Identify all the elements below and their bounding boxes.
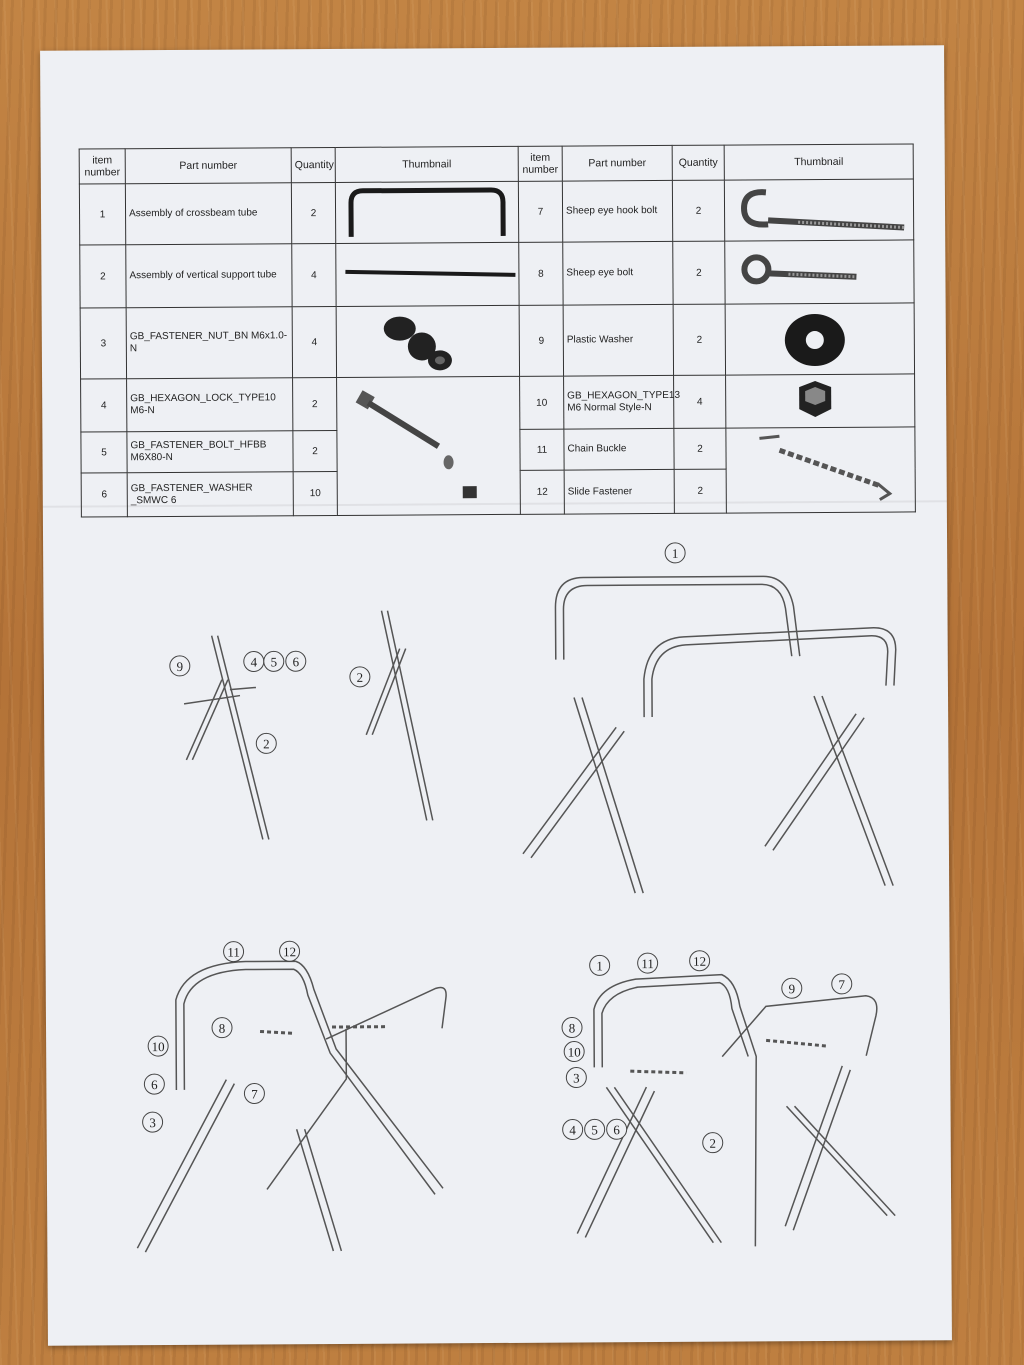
figure-2-tube-pair [365,610,434,821]
quantity-cell: 2 [291,182,336,244]
callout-label: 2 [263,736,270,751]
bolt-lock-washer-thumbnail [336,376,521,516]
vertical-support-tube-thumbnail [335,242,520,307]
part-number-cell: Plastic Washer [563,304,674,377]
callout-label: 6 [292,654,299,669]
item-number-cell: 1 [79,183,126,246]
quantity-cell: 2 [673,428,727,470]
callout-label: 10 [568,1044,581,1059]
part-number-cell: Sheep eye hook bolt [562,180,673,243]
header-item-number-2: item number [518,146,563,182]
callout-label: 3 [573,1070,580,1085]
part-number-cell: Sheep eye bolt [562,241,674,306]
callout-label: 5 [591,1122,598,1137]
quantity-cell: 2 [674,469,727,514]
callout-label: 7 [251,1086,258,1101]
figure-1-support-tube-assembly [183,635,270,840]
table-row: 1 Assembly of crossbeam tube 2 7 Sheep e… [79,178,914,246]
callout-label: 7 [838,977,845,992]
fastener-nut-thumbnail [336,305,520,378]
callout-label: 11 [227,945,240,960]
header-quantity-2: Quantity [672,145,725,181]
quantity-cell: 2 [672,180,725,242]
callout-label: 6 [613,1122,620,1137]
table-row: 3 GB_FASTENER_NUT_BN M6x1.0-N 4 9 Plasti… [80,302,915,380]
callout-label: 1 [596,958,603,973]
callout-label: 3 [149,1115,156,1130]
header-item-number: item number [79,148,126,185]
callout-label: 5 [270,654,277,669]
table-header-row: item number Part number Quantity Thumbna… [79,143,914,185]
header-thumbnail-2: Thumbnail [724,143,914,181]
item-number-cell: 6 [81,473,128,518]
callout-label: 8 [219,1021,226,1036]
callout-label: 11 [641,956,654,971]
plastic-washer-thumbnail [725,302,915,376]
figure-3-frame [522,575,897,894]
header-quantity: Quantity [291,147,336,183]
header-thumbnail: Thumbnail [335,146,519,183]
callout-label: 6 [151,1077,158,1092]
part-number-cell: Slide Fastener [564,469,675,515]
callout-label: 9 [789,981,796,996]
callout-label: 8 [569,1021,576,1036]
quantity-cell: 2 [292,377,337,431]
part-number-cell: GB_FASTENER_BOLT_HFBB M6X80-N [126,430,294,474]
item-number-cell: 4 [80,378,127,433]
item-number-cell: 2 [79,244,127,309]
callout-label: 9 [177,659,184,674]
chain-buckle-thumbnail [725,426,916,514]
sheep-eye-hook-bolt-thumbnail [724,178,914,242]
quantity-cell: 2 [673,304,726,376]
part-number-cell: GB_HEXAGON_LOCK_TYPE10 M6-N [126,377,293,432]
sheep-eye-bolt-thumbnail [724,239,915,305]
part-number-cell: Assembly of crossbeam tube [125,182,292,245]
callout-label: 4 [569,1123,576,1138]
part-number-cell: Assembly of vertical support tube [125,243,293,308]
quantity-cell: 10 [293,471,338,516]
part-number-cell: Chain Buckle [563,428,675,471]
table-row: 4 GB_HEXAGON_LOCK_TYPE10 M6-N 2 10 GB_HE… [80,373,915,516]
quantity-cell: 4 [673,375,726,429]
part-number-cell: GB_FASTENER_NUT_BN M6x1.0-N [126,306,293,379]
instruction-sheet: item number Part number Quantity Thumbna… [40,45,952,1346]
quantity-cell: 4 [292,306,337,378]
item-number-cell: 9 [519,305,564,377]
part-number-cell: GB_FASTENER_WASHER _SMWC 6 [127,472,294,517]
item-number-cell: 12 [520,470,565,515]
callout-label: 2 [709,1136,716,1151]
table-row: 2 Assembly of vertical support tube 4 8 … [79,239,915,309]
item-number-cell: 7 [518,181,563,243]
part-number-cell: GB_HEXAGON_TYPE13 M6 Normal Style-N [563,375,680,430]
hexagon-nut-thumbnail [725,373,915,429]
parts-list-table: item number Part number Quantity Thumbna… [79,143,916,518]
quantity-cell: 2 [672,241,726,305]
callout-label: 4 [250,654,257,669]
header-part-number: Part number [125,147,292,184]
callout-label: 12 [283,944,296,959]
figure-5-completed-stand [576,973,896,1247]
table-row: 5 GB_FASTENER_BOLT_HFBB M6X80-N 2 11 Cha… [80,426,916,514]
header-part-number-2: Part number [562,145,673,182]
item-number-cell: 10 [519,376,564,430]
callout-label: 1 [672,546,679,561]
item-number-cell: 11 [519,429,565,471]
item-number-cell: 3 [80,307,127,380]
item-number-cell: 8 [518,242,564,306]
callout-label: 10 [152,1039,165,1054]
callout-label: 12 [693,954,706,969]
quantity-cell: 2 [292,430,338,473]
crossbeam-tube-thumbnail [335,181,519,244]
quantity-cell: 4 [291,243,337,307]
item-number-cell: 5 [80,431,128,474]
callout-label: 2 [357,670,364,685]
figure-4-frame-with-chain [136,960,447,1253]
